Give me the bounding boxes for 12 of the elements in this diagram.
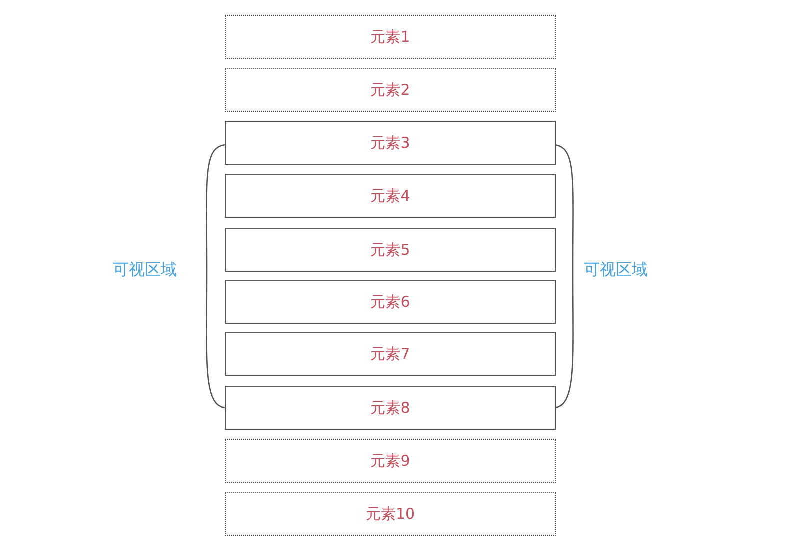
visible-element-box: 元素6 [225,280,556,324]
hidden-element-box: 元素10 [225,492,556,536]
hidden-element-box: 元素1 [225,15,556,59]
visible-element-box: 元素8 [225,386,556,430]
visible-element-box: 元素5 [225,228,556,272]
region-label: 可视区域 [113,260,177,281]
visible-element-box: 元素3 [225,121,556,165]
hidden-element-box: 元素2 [225,68,556,112]
visible-element-box: 元素4 [225,174,556,218]
region-label: 可视区域 [584,260,648,281]
hidden-element-box: 元素9 [225,439,556,483]
visible-element-box: 元素7 [225,332,556,376]
